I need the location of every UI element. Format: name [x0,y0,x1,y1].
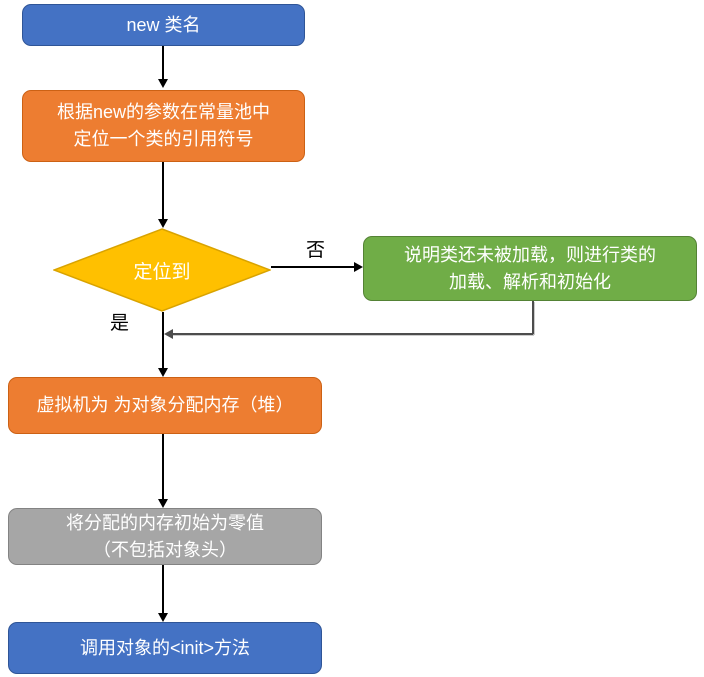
decision-label: 定位到 [133,261,191,283]
arrow-start-to-locate [162,46,164,79]
arrow-allocate-to-zero [162,434,164,499]
arrow-zero-to-init [162,565,164,613]
locate-symbol-line2: 定位一个类的引用符号 [73,129,254,149]
arrow-locate-to-decision [162,162,164,219]
zero-memory-line1: 将分配的内存初始为零值 [66,512,264,533]
decision-diamond: 定位到 [53,228,271,312]
class-loading-line1: 说明类还未被加载，则进行类的 [404,244,656,265]
allocate-memory-node: 虚拟机为 为对象分配内存（堆） [8,377,322,434]
arrowhead-decision-to-allocate [158,368,168,377]
return-line-horizontal [172,333,533,335]
zero-memory-node: 将分配的内存初始为零值 （不包括对象头） [8,508,322,565]
arrowhead-start-to-locate [158,79,168,88]
class-loading-node: 说明类还未被加载，则进行类的 加载、解析和初始化 [363,236,697,301]
call-init-label: 调用对象的<init>方法 [79,637,251,658]
class-loading-line2: 加载、解析和初始化 [449,271,611,292]
edge-label-yes: 是 [110,313,130,334]
return-line-vertical [532,301,534,334]
call-init-node: 调用对象的<init>方法 [8,622,322,674]
arrow-decision-to-allocate [162,312,164,368]
arrowhead-decision-to-loading [354,262,363,272]
allocate-memory-label: 虚拟机为 为对象分配内存（堆） [36,395,294,415]
arrowhead-zero-to-init [158,613,168,622]
locate-symbol-node: 根据new的参数在常量池中 定位一个类的引用符号 [22,90,305,162]
arrowhead-return-to-flow [164,329,173,339]
edge-label-no: 否 [306,240,326,261]
locate-symbol-line1: 根据new的参数在常量池中 [56,102,271,122]
diamond-shape-icon [53,228,271,312]
arrow-decision-to-loading [271,266,354,268]
start-node-label: new 类名 [126,14,201,35]
start-node: new 类名 [22,4,305,46]
arrowhead-locate-to-decision [158,219,168,228]
zero-memory-line2: （不包括对象头） [93,539,237,560]
arrowhead-allocate-to-zero [158,499,168,508]
